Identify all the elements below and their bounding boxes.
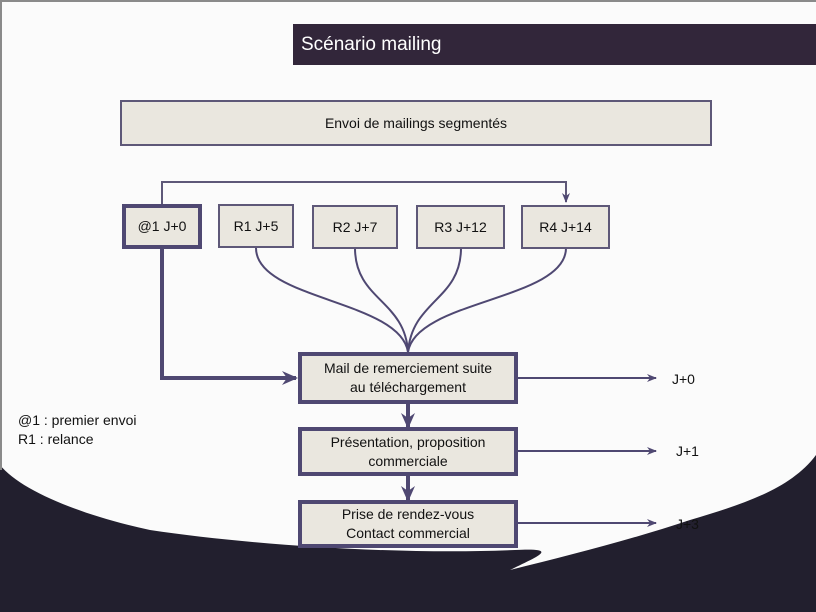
segmented-mailings-label: Envoi de mailings segmentés — [324, 114, 508, 131]
step-line2: au téléchargement — [350, 379, 466, 395]
mailing-label: R1 J+5 — [233, 217, 279, 234]
mailing-box-r1: R1 J+5 — [218, 204, 294, 248]
mailing-label: R2 J+7 — [332, 218, 378, 235]
mailing-label: R3 J+12 — [434, 218, 487, 235]
legend: @1 : premier envoi R1 : relance — [18, 411, 136, 449]
step-line2: commerciale — [368, 452, 448, 469]
mailing-box-r3: R3 J+12 — [416, 205, 505, 249]
speech-bubble-shape — [0, 0, 816, 570]
mailing-label: @1 J+0 — [137, 218, 187, 234]
step-box-thank-you: Mail de remerciement suite au télécharge… — [298, 352, 518, 404]
mailing-box-r2: R2 J+7 — [312, 205, 398, 249]
step-box-presentation: Présentation, proposition commerciale — [298, 427, 518, 476]
segmented-mailings-box: Envoi de mailings segmentés — [120, 100, 712, 146]
mailing-label: R4 J+14 — [539, 218, 592, 235]
timing-label-2: J+3 — [676, 516, 699, 532]
timing-label-0: J+0 — [672, 371, 695, 387]
legend-first-send: @1 : premier envoi — [18, 412, 137, 428]
step-line1: Présentation, proposition — [330, 433, 486, 450]
mailing-box-first-send: @1 J+0 — [122, 204, 202, 249]
timing-label-1: J+1 — [676, 443, 699, 459]
step-line1: Prise de rendez-vous — [341, 506, 475, 522]
mailing-box-r4: R4 J+14 — [521, 205, 610, 249]
legend-relance: R1 : relance — [18, 431, 94, 447]
step-box-appointment: Prise de rendez-vous Contact commercial — [298, 500, 518, 548]
slide-title: Scénario mailing — [293, 24, 816, 65]
step-line1: Mail de remerciement suite — [323, 360, 493, 376]
step-line2: Contact commercial — [346, 525, 470, 541]
